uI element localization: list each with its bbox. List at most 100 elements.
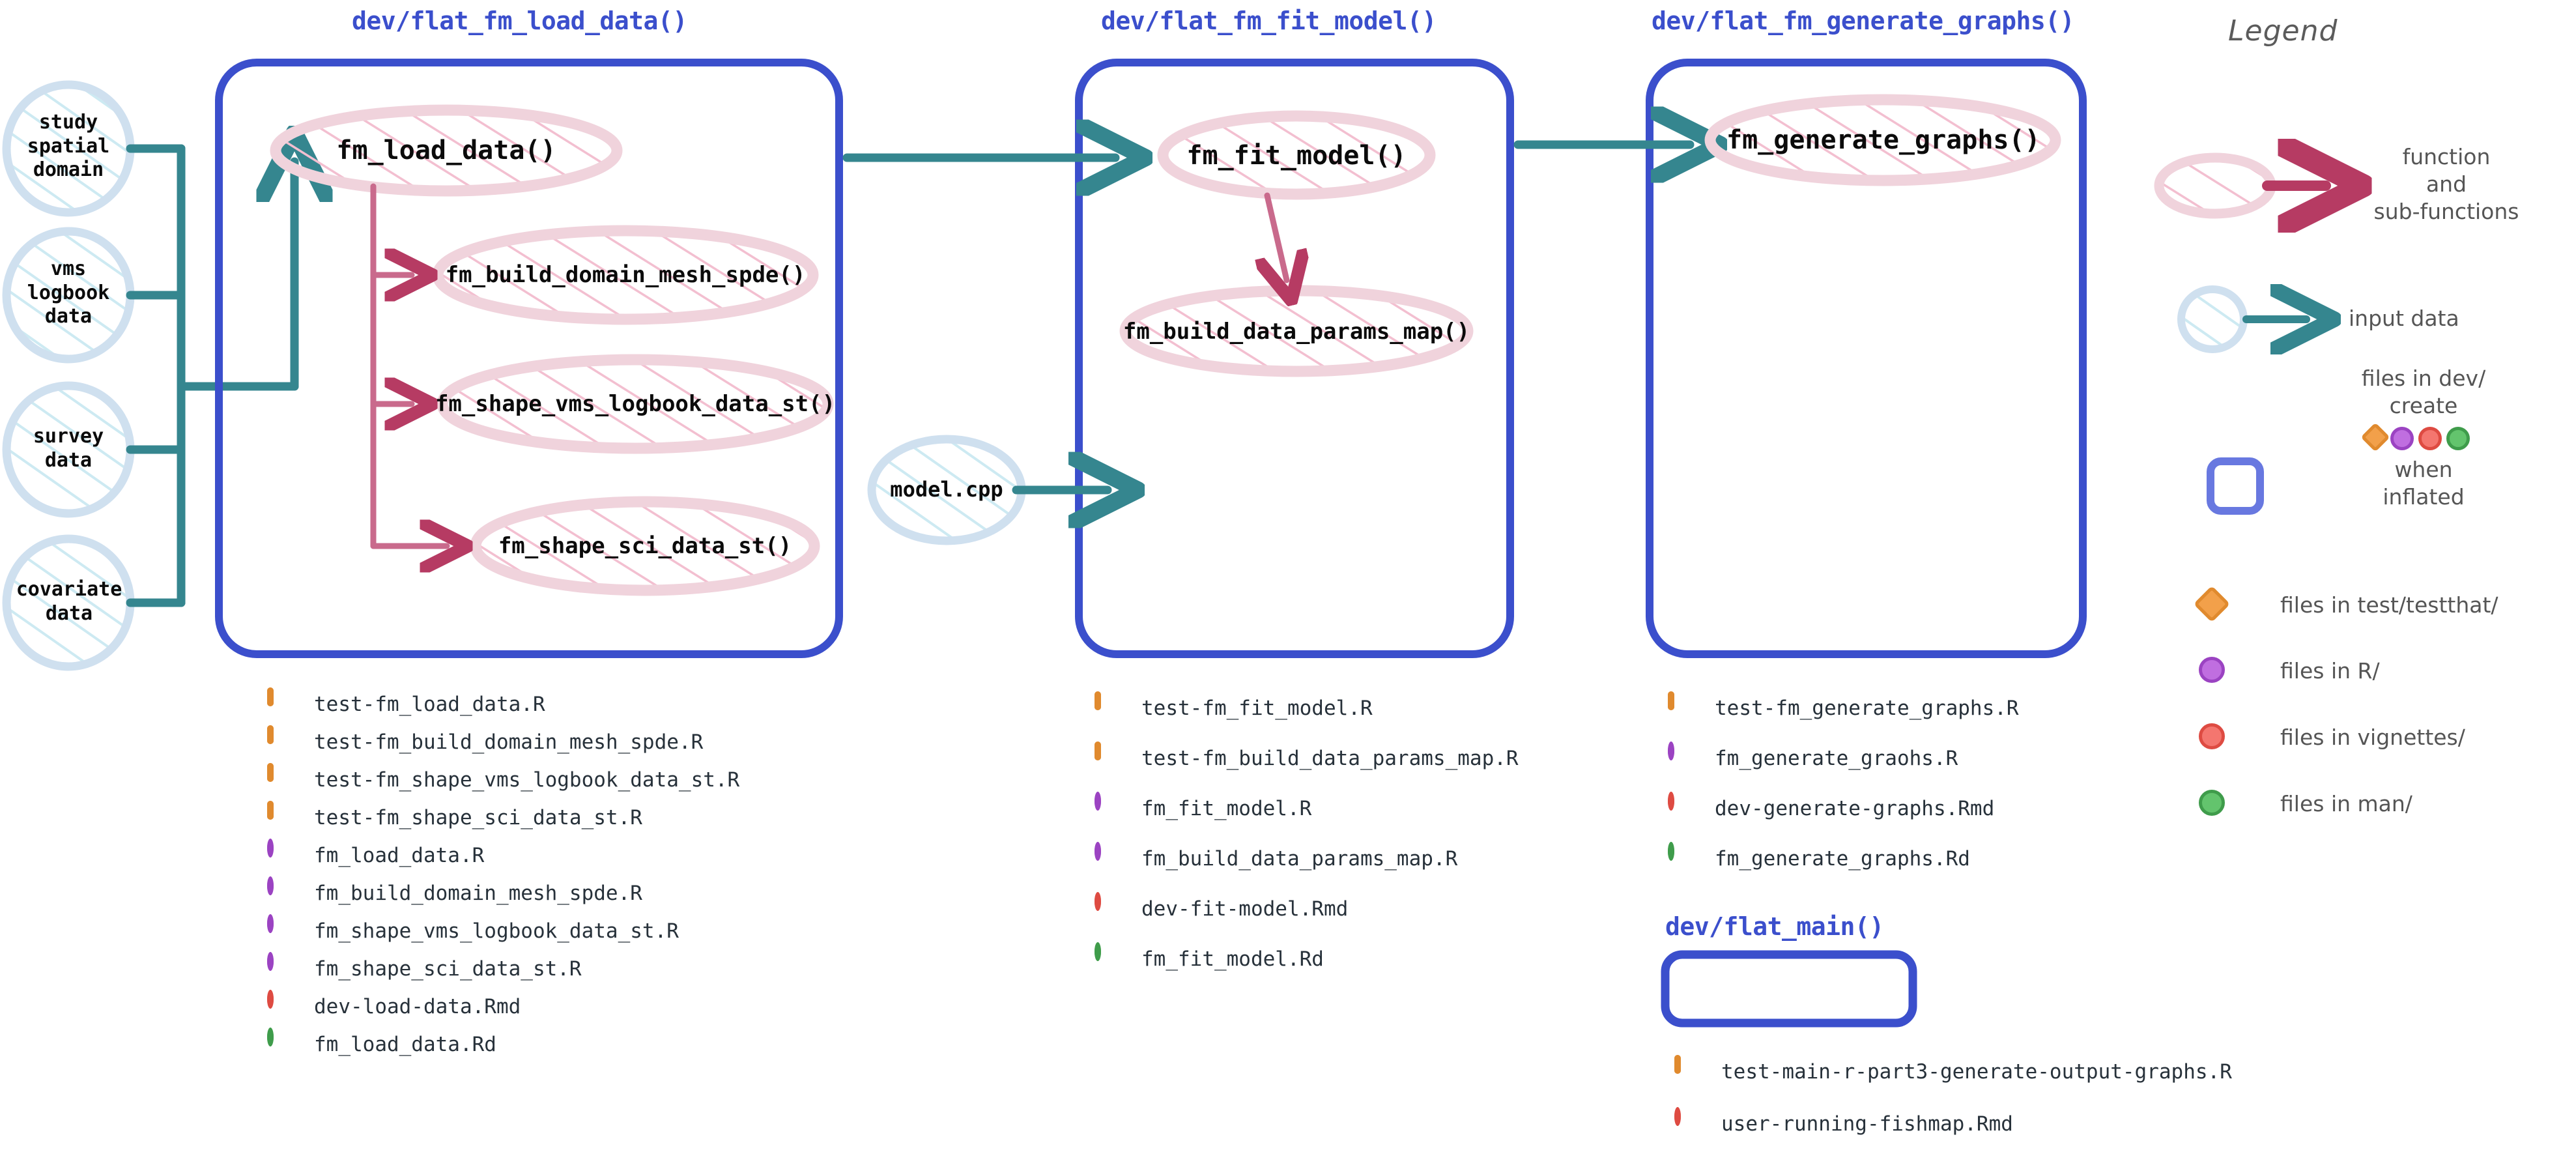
file-row[interactable]: test-fm_build_domain_mesh_spde.R [267, 723, 739, 761]
file-list-flat-fm-generate-graphs: test-fm_generate_graphs.R fm_generate_gr… [1668, 683, 2019, 884]
node-fm-fit-model: fm_fit_model() [1186, 141, 1407, 171]
purple-circle-icon [2199, 657, 2225, 683]
file-row[interactable]: dev-load-data.Rmd [267, 988, 739, 1026]
legend-input-circle-glyph [2177, 285, 2248, 353]
file-label: test-fm_shape_vms_logbook_data_st.R [314, 768, 740, 792]
file-label: dev-generate-graphs.Rmd [1715, 796, 1995, 820]
orange-diamond-icon [2193, 585, 2231, 623]
purple-circle-icon [267, 952, 294, 983]
file-row[interactable]: fm_build_data_params_map.R [1095, 833, 1519, 884]
red-circle-icon [2199, 723, 2225, 749]
file-row[interactable]: test-fm_build_data_params_map.R [1095, 733, 1519, 783]
file-label: fm_generate_graphs.Rd [1715, 846, 1970, 871]
file-row[interactable]: fm_shape_vms_logbook_data_st.R [267, 912, 739, 950]
green-circle-icon [1668, 841, 1695, 872]
red-circle-icon [1674, 1107, 1702, 1138]
file-label: test-fm_build_data_params_map.R [1141, 746, 1519, 770]
file-row[interactable]: user-running-fishmap.Rmd [1674, 1098, 2232, 1150]
file-label: fm_build_domain_mesh_spde.R [314, 882, 642, 905]
green-circle-icon [1095, 942, 1122, 973]
file-label: fm_fit_model.Rd [1141, 947, 1324, 971]
file-row[interactable]: fm_build_domain_mesh_spde.R [267, 874, 739, 912]
file-row[interactable]: fm_load_data.R [267, 837, 739, 874]
file-label: fm_fit_model.R [1141, 796, 1312, 820]
node-fm-generate-graphs: fm_generate_graphs() [1726, 125, 2040, 155]
file-row[interactable]: fm_fit_model.R [1095, 783, 1519, 833]
file-row[interactable]: test-fm_fit_model.R [1095, 683, 1519, 733]
file-row[interactable]: fm_shape_sci_data_st.R [267, 950, 739, 988]
file-row[interactable]: test-fm_generate_graphs.R [1668, 683, 2019, 733]
file-label: user-running-fishmap.Rmd [1721, 1112, 2013, 1136]
node-fm-shape-vms-logbook-data-st: fm_shape_vms_logbook_data_st() [435, 391, 836, 417]
legend-entry-dev-flat-label-bottom: when inflated [2383, 457, 2465, 510]
red-circle-icon [267, 990, 294, 1020]
file-label: fm_shape_vms_logbook_data_st.R [314, 919, 679, 943]
orange-diamond-icon [1095, 741, 1122, 772]
orange-diamond-icon [267, 763, 294, 794]
green-circle-icon [2446, 427, 2470, 450]
file-label: fm_shape_sci_data_st.R [314, 957, 582, 981]
node-fm-shape-sci-data-st: fm_shape_sci_data_st() [498, 533, 792, 559]
orange-diamond-icon [267, 801, 294, 831]
file-row[interactable]: fm_generate_graphs.Rd [1668, 833, 2019, 884]
input-label-model-cpp: model.cpp [890, 477, 1003, 502]
legend-entry-r-folder-label: files in R/ [2280, 658, 2380, 684]
legend-entry-input-data-label: input data [2349, 306, 2459, 331]
panel-title-flat-fm-generate-graphs: dev/flat_fm_generate_graphs() [1652, 7, 2074, 35]
node-fm-build-data-params-map: fm_build_data_params_map() [1123, 319, 1470, 345]
file-label: fm_load_data.R [314, 844, 485, 867]
file-label: fm_generate_graohs.R [1715, 746, 1958, 770]
green-circle-icon [267, 1028, 294, 1058]
purple-circle-icon [267, 876, 294, 907]
legend-entry-vignettes-label: files in vignettes/ [2280, 725, 2465, 750]
input-data-connector [126, 144, 299, 607]
legend-inflate-swatches [2360, 422, 2470, 452]
orange-diamond-icon [1095, 691, 1122, 722]
purple-circle-icon [267, 914, 294, 945]
input-label-study-spatial-domain: study spatial domain [27, 111, 110, 182]
file-row[interactable]: test-fm_load_data.R [267, 685, 739, 723]
purple-circle-icon [1095, 791, 1122, 822]
file-row[interactable]: fm_fit_model.Rd [1095, 934, 1519, 984]
file-label: test-fm_build_domain_mesh_spde.R [314, 730, 704, 754]
legend-entry-testthat-label: files in test/testthat/ [2280, 592, 2498, 618]
file-row[interactable]: test-main-r-part3-generate-output-graphs… [1674, 1046, 2232, 1098]
file-row[interactable]: test-fm_shape_vms_logbook_data_st.R [267, 761, 739, 799]
file-label: test-fm_fit_model.R [1141, 696, 1373, 720]
legend-dev-flat-box-glyph [2207, 457, 2264, 515]
node-fm-load-data: fm_load_data() [336, 136, 556, 166]
node-fm-build-domain-mesh-spde: fm_build_domain_mesh_spde() [445, 262, 806, 288]
file-row[interactable]: dev-generate-graphs.Rmd [1668, 783, 2019, 833]
file-row[interactable]: fm_generate_graohs.R [1668, 733, 2019, 783]
orange-diamond-icon [267, 687, 294, 718]
orange-diamond-icon [1668, 691, 1695, 722]
orange-diamond-icon [1674, 1055, 1702, 1086]
file-row[interactable]: fm_load_data.Rd [267, 1026, 739, 1063]
file-label: fm_load_data.Rd [314, 1033, 496, 1056]
input-label-covariate-data: covariate data [16, 578, 122, 625]
panel-title-flat-fm-load-data: dev/flat_fm_load_data() [352, 7, 687, 35]
file-label: test-fm_load_data.R [314, 693, 545, 716]
arrow-fit-model-to-build-data-params-map [1267, 192, 1287, 280]
file-label: test-fm_generate_graphs.R [1715, 696, 2019, 720]
panel-title-flat-fm-fit-model: dev/flat_fm_fit_model() [1101, 7, 1437, 35]
legend-title: Legend [2228, 14, 2338, 48]
purple-circle-icon [2390, 427, 2414, 450]
legend-function-ellipse-glyph [2154, 152, 2276, 219]
file-label: test-fm_shape_sci_data_st.R [314, 806, 642, 829]
legend-entry-man-folder-label: files in man/ [2280, 791, 2412, 816]
panel-title-flat-main: dev/flat_main() [1665, 912, 1884, 941]
input-label-survey-data: survey data [33, 425, 104, 472]
purple-circle-icon [1668, 741, 1695, 772]
file-row[interactable]: dev-fit-model.Rmd [1095, 884, 1519, 934]
orange-diamond-icon [267, 725, 294, 756]
purple-circle-icon [267, 839, 294, 869]
file-label: fm_build_data_params_map.R [1141, 846, 1458, 871]
file-label: dev-load-data.Rmd [314, 995, 521, 1018]
orange-diamond-icon [2360, 422, 2390, 452]
file-list-flat-fm-fit-model: test-fm_fit_model.R test-fm_build_data_p… [1095, 683, 1519, 984]
red-circle-icon [1095, 891, 1122, 923]
panel-box-flat-main [1661, 950, 1917, 1028]
file-row[interactable]: test-fm_shape_sci_data_st.R [267, 799, 739, 837]
